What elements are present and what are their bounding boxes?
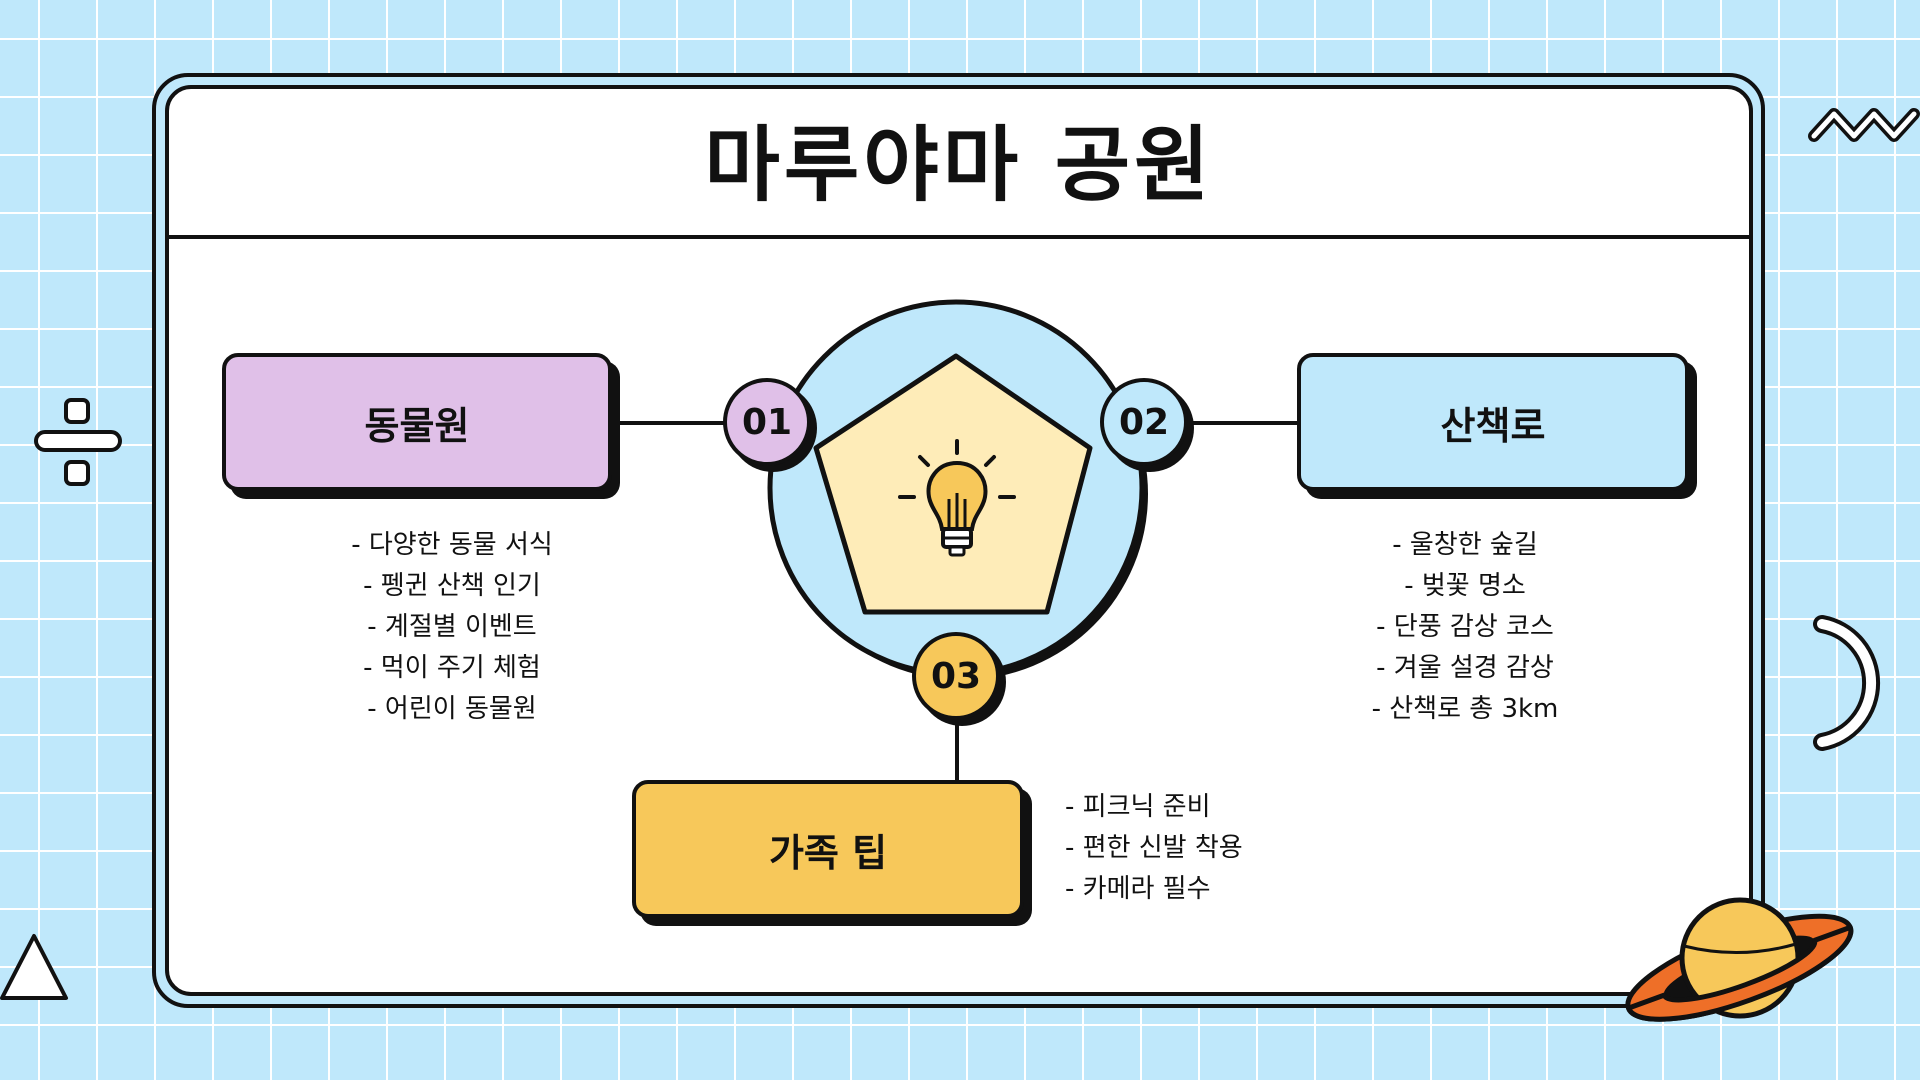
node-box-family-tips: 가족 팁 — [632, 780, 1024, 918]
list-item: - 다양한 동물 서식 — [351, 530, 553, 560]
list-item: - 단풍 감상 코스 — [1376, 612, 1554, 642]
node-label-trail: 산책로 — [1440, 403, 1546, 448]
list-item: - 피크닉 준비 — [1065, 792, 1211, 822]
zigzag-icon — [1808, 108, 1920, 142]
node-label-family-tips: 가족 팁 — [768, 830, 888, 875]
list-item: - 먹이 주기 체험 — [363, 653, 541, 683]
badge-01: 01 — [723, 378, 811, 466]
list-item: - 겨울 설경 감상 — [1376, 653, 1554, 683]
trail-bullet-list: - 울창한 숲길 - 벚꽃 명소 - 단풍 감상 코스 - 겨울 설경 감상 -… — [1295, 525, 1635, 730]
node-box-zoo: 동물원 — [222, 353, 612, 491]
list-item: - 울창한 숲길 — [1392, 530, 1538, 560]
list-item: - 펭귄 산책 인기 — [363, 571, 541, 601]
title-divider — [165, 235, 1753, 239]
list-item: - 편한 신발 착용 — [1065, 833, 1243, 863]
badge-03: 03 — [912, 632, 1000, 720]
page-title: 마루야마 공원 — [704, 118, 1214, 213]
node-box-trail: 산책로 — [1297, 353, 1689, 491]
connector-01 — [610, 421, 730, 425]
lightbulb-icon — [898, 439, 1016, 557]
planet-icon — [1625, 897, 1854, 1022]
node-label-zoo: 동물원 — [364, 403, 470, 448]
connector-02 — [1185, 421, 1300, 425]
list-item: - 어린이 동물원 — [367, 694, 537, 724]
crescent-icon — [1813, 615, 1881, 751]
list-item: - 벚꽃 명소 — [1404, 571, 1526, 601]
zoo-bullet-list: - 다양한 동물 서식 - 펭귄 산책 인기 - 계절별 이벤트 - 먹이 주기… — [282, 525, 622, 730]
badge-02: 02 — [1100, 378, 1188, 466]
family-tips-bullet-list: - 피크닉 준비 - 편한 신발 착용 - 카메라 필수 — [1065, 787, 1243, 910]
triangle-icon — [0, 934, 68, 1000]
list-item: - 계절별 이벤트 — [367, 612, 537, 642]
divide-icon — [34, 398, 122, 486]
list-item: - 산책로 총 3km — [1371, 694, 1559, 724]
connector-03 — [955, 720, 959, 782]
list-item: - 카메라 필수 — [1065, 874, 1211, 904]
